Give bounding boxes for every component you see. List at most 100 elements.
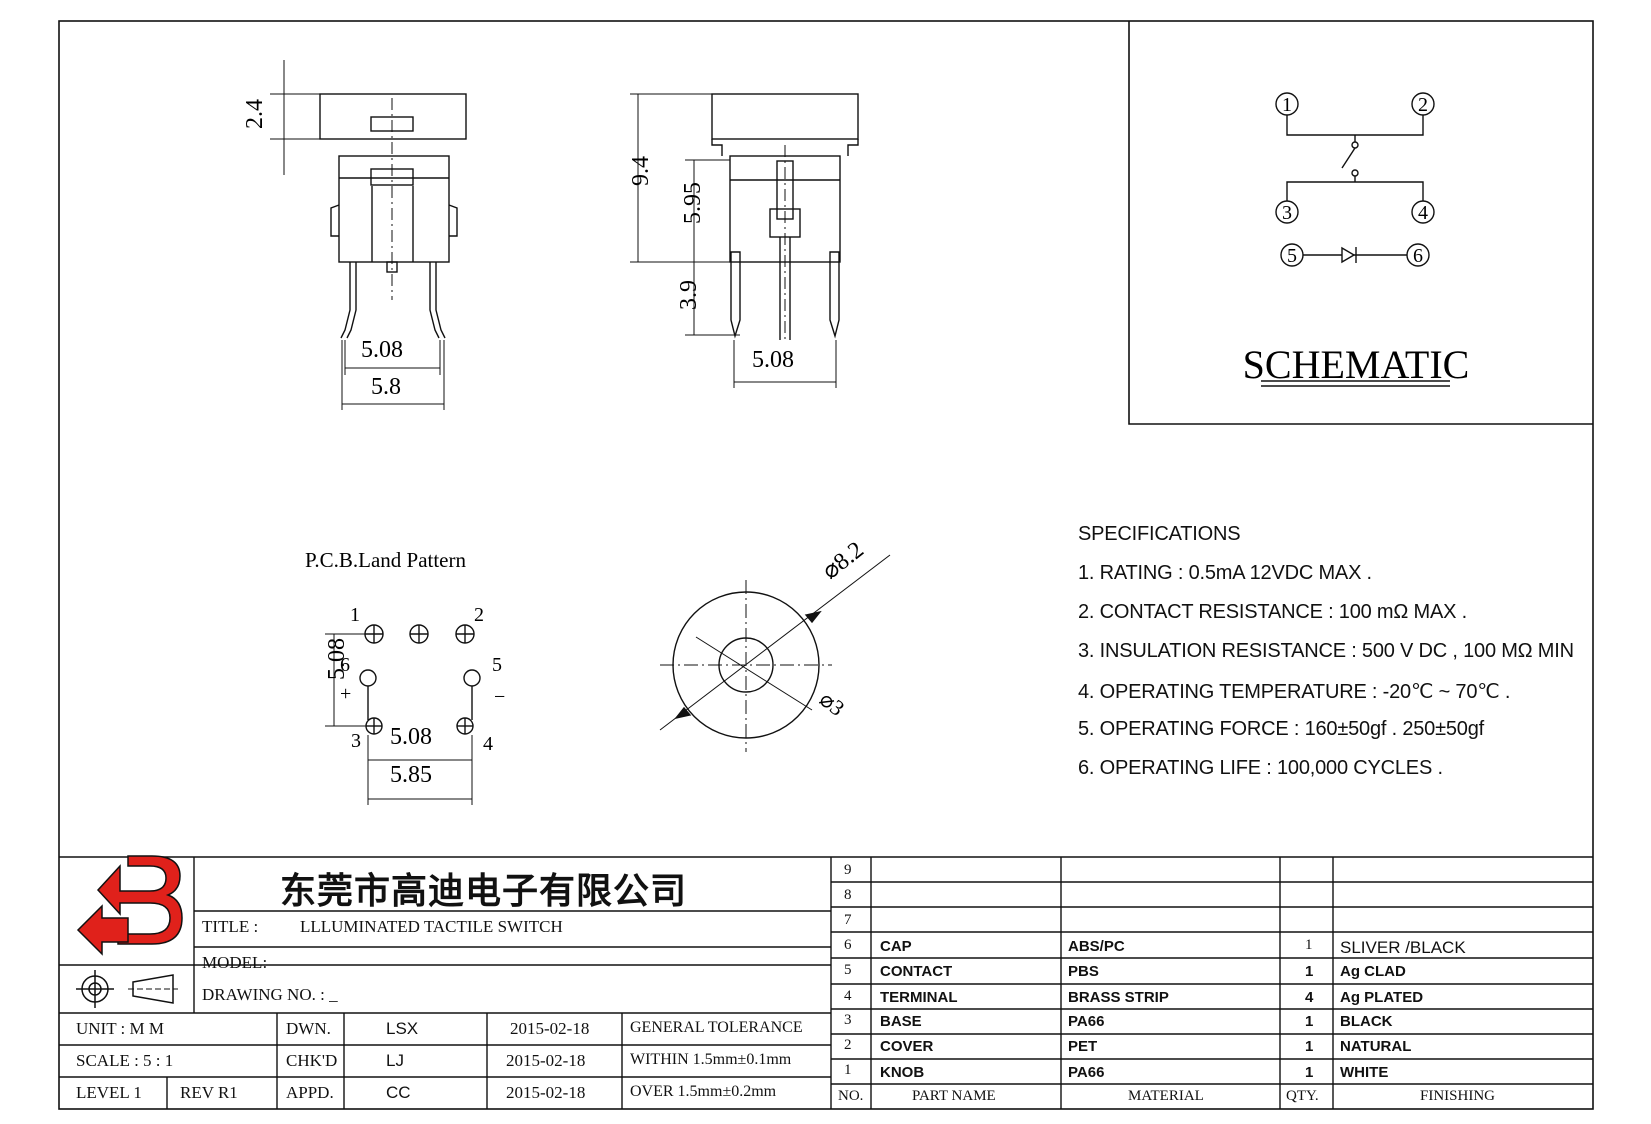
dim-pin-length: 3.9 — [676, 280, 702, 310]
bom-finishing: WHITE — [1340, 1064, 1389, 1081]
bom-qty: 1 — [1305, 1064, 1314, 1081]
pcb-dim-outer: 5.85 — [390, 762, 432, 788]
unit-label: UNIT : M M — [76, 1019, 164, 1038]
bom-material: PA66 — [1068, 1013, 1105, 1030]
side-view — [630, 93, 859, 388]
general-tolerance: GENERAL TOLERANCE — [630, 1019, 803, 1036]
schematic-pin-3: 3 — [1282, 202, 1292, 224]
dim-cap-height: 2.4 — [242, 99, 268, 129]
title-label: TITLE : — [202, 917, 259, 936]
bom-finishing: BLACK — [1340, 1013, 1393, 1030]
bom-no: 1 — [844, 1062, 852, 1078]
schematic-pin-labels: 1 2 3 4 5 6 — [1282, 94, 1428, 267]
bom-header-no: NO. — [838, 1088, 864, 1104]
dim-body-width: 5.8 — [371, 374, 401, 400]
pcb-pin-3: 3 — [351, 730, 361, 752]
bom-no: 6 — [844, 937, 852, 953]
bom-finishing: Ag CLAD — [1340, 963, 1406, 980]
dim-pin-pitch-side: 5.08 — [752, 347, 794, 373]
bom-material: PET — [1068, 1038, 1098, 1055]
company-name: 东莞市高迪电子有限公司 — [280, 871, 688, 912]
dim-pin-pitch-front: 5.08 — [361, 337, 403, 363]
bom-finishing: SLIVER /BLACK — [1340, 938, 1466, 957]
bom-qty: 4 — [1305, 989, 1314, 1006]
pcb-pin-1: 1 — [350, 604, 360, 626]
company-logo — [76, 855, 183, 956]
bom-header-finishing: FINISHING — [1420, 1088, 1495, 1104]
pcb-dim-inner: 5.08 — [390, 724, 432, 750]
pcb-land-pattern — [325, 624, 481, 805]
bom-part: KNOB — [880, 1064, 925, 1081]
bom-material: PA66 — [1068, 1064, 1105, 1081]
tolerance-within: WITHIN 1.5mm±0.1mm — [630, 1051, 792, 1068]
bom-part: BASE — [880, 1013, 922, 1030]
bom-header-material: MATERIAL — [1128, 1088, 1204, 1104]
bom-part: TERMINAL — [880, 989, 958, 1006]
bom-no: 3 — [844, 1012, 852, 1028]
pcb-pin-labels: 1 2 6 5 3 4 + − — [340, 604, 505, 755]
pcb-dim-vertical: 5.08 — [324, 638, 350, 680]
bom-material: PBS — [1068, 963, 1099, 980]
spec-item: 4. OPERATING TEMPERATURE : -20℃ ~ 70℃ . — [1078, 681, 1511, 703]
schematic-pin-4: 4 — [1418, 202, 1428, 224]
front-view — [270, 60, 467, 410]
drawing-no-label: DRAWING NO. : _ — [202, 985, 338, 1004]
dwn-label: DWN. — [286, 1019, 331, 1038]
schematic-pin-2: 2 — [1418, 94, 1428, 116]
bom-no: 7 — [844, 912, 852, 928]
spec-item: 6. OPERATING LIFE : 100,000 CYCLES . — [1078, 757, 1443, 779]
pcb-pin-2: 2 — [474, 604, 484, 626]
bom-material: BRASS STRIP — [1068, 989, 1169, 1006]
bom-qty: 1 — [1305, 937, 1313, 953]
title-block-grid — [59, 856, 1593, 1109]
pcb-pin-5: 5 — [492, 654, 502, 676]
bom-no: 5 — [844, 962, 852, 978]
appd-label: APPD. — [286, 1083, 334, 1102]
title-value: LLLUMINATED TACTILE SWITCH — [300, 917, 563, 936]
pcb-minus: − — [494, 686, 505, 708]
bom-qty: 1 — [1305, 963, 1314, 980]
appd-name: CC — [386, 1083, 411, 1102]
pcb-pin-4: 4 — [483, 733, 493, 755]
projection-symbol — [76, 970, 178, 1008]
bom-qty: 1 — [1305, 1013, 1314, 1030]
spec-item: 1. RATING : 0.5mA 12VDC MAX . — [1078, 562, 1372, 584]
bom-part: CONTACT — [880, 963, 953, 980]
dwn-name: LSX — [386, 1019, 419, 1038]
level-label: LEVEL 1 — [76, 1083, 142, 1102]
model-label: MODEL: — [202, 953, 268, 972]
pcb-title: P.C.B.Land Pattern — [305, 548, 466, 572]
spec-item: 5. OPERATING FORCE : 160±50gf . 250±50gf — [1078, 718, 1484, 740]
pcb-pin-6: 6 — [340, 654, 350, 676]
schematic-box — [1128, 21, 1593, 425]
chkd-label: CHK'D — [286, 1051, 338, 1070]
spec-item: 3. INSULATION RESISTANCE : 500 V DC , 10… — [1078, 640, 1574, 662]
bom-no: 8 — [844, 887, 852, 903]
bom-header-qty: QTY. — [1286, 1088, 1319, 1104]
dwn-date: 2015-02-18 — [510, 1019, 590, 1038]
bom-no: 2 — [844, 1037, 852, 1053]
schematic-pin-5: 5 — [1287, 245, 1297, 267]
bom-part: COVER — [880, 1038, 934, 1055]
schematic-title: SCHEMATIC — [1243, 342, 1470, 387]
bom-part: CAP — [880, 938, 912, 955]
schematic-pin-1: 1 — [1282, 94, 1292, 116]
bom-material: ABS/PC — [1068, 938, 1125, 955]
scale-label: SCALE : 5 : 1 — [76, 1051, 174, 1070]
dim-body-height: 5.95 — [680, 182, 706, 224]
cap-dim-inner: ⌀3 — [815, 686, 850, 721]
chkd-date: 2015-02-18 — [506, 1051, 586, 1070]
dim-total-height: 9.4 — [628, 156, 654, 186]
bom-finishing: NATURAL — [1340, 1038, 1412, 1055]
pcb-plus: + — [340, 683, 351, 705]
bom-qty: 1 — [1305, 1038, 1314, 1055]
bom-finishing: Ag PLATED — [1340, 989, 1424, 1006]
spec-item: 2. CONTACT RESISTANCE : 100 mΩ MAX . — [1078, 601, 1467, 623]
tolerance-over: OVER 1.5mm±0.2mm — [630, 1083, 777, 1100]
rev-label: REV R1 — [180, 1083, 238, 1102]
chkd-name: LJ — [386, 1051, 404, 1070]
schematic-pin-6: 6 — [1413, 245, 1423, 267]
bom-header-part: PART NAME — [912, 1088, 996, 1104]
appd-date: 2015-02-18 — [506, 1083, 586, 1102]
